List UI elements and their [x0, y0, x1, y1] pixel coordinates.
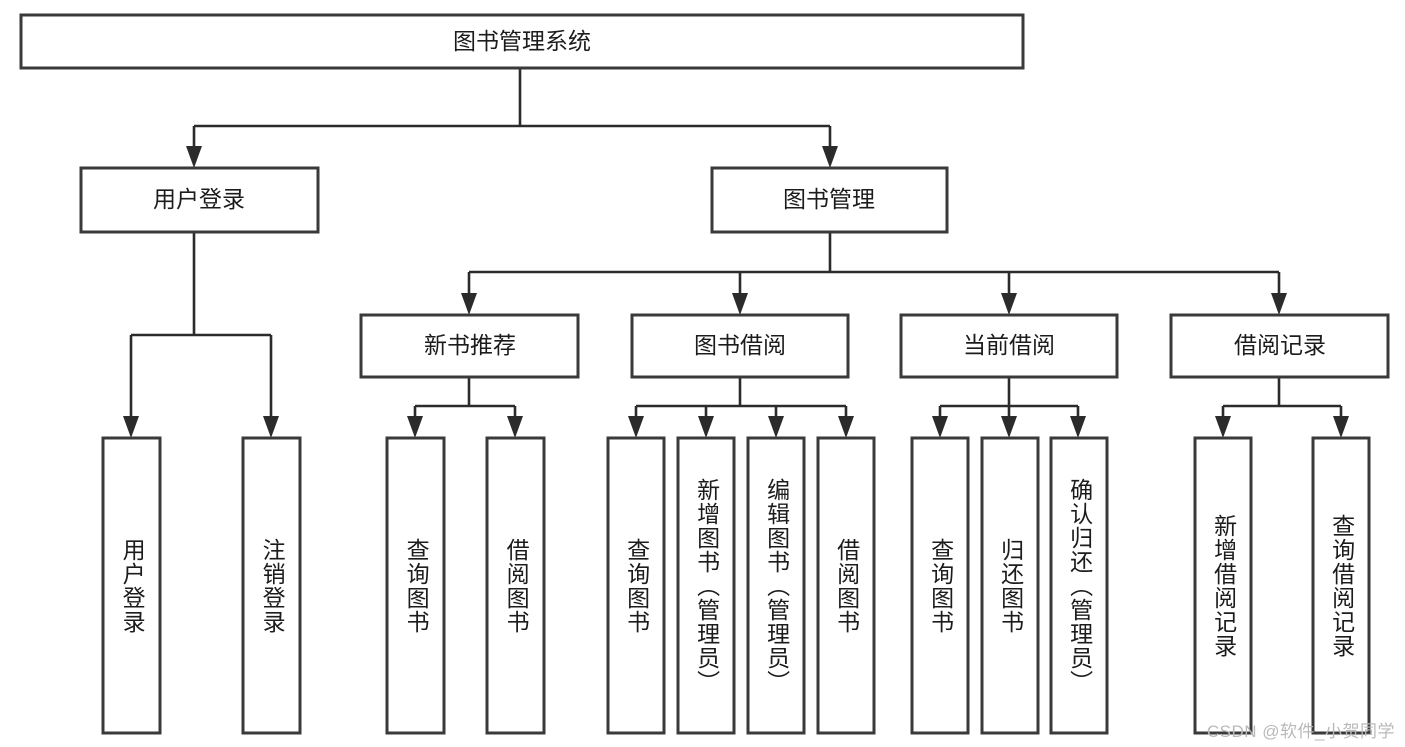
arrow-head-leaf-user-login-2	[263, 416, 279, 438]
leaf-borrow-record-1-box[interactable]	[1193, 436, 1253, 735]
connector-group-user-login	[123, 232, 279, 438]
leaf-book-borrow-1-box[interactable]	[606, 436, 666, 735]
leaf-borrow-record-2-box[interactable]	[1311, 436, 1371, 735]
connector-group-book-mgmt	[461, 232, 1287, 315]
arrow-head-borrow-record	[1271, 293, 1287, 315]
arrow-head-new-book-recommend	[461, 293, 477, 315]
leaf-new-book-recommend-2-box[interactable]	[485, 436, 546, 735]
arrow-head-leaf-bb-2	[698, 416, 714, 438]
leaf-current-borrow-2-box[interactable]	[980, 436, 1040, 735]
arrow-head-leaf-user-login-1	[123, 416, 139, 438]
node-new-book-recommend-box[interactable]	[359, 313, 580, 379]
arrow-head-leaf-cb-1	[932, 416, 948, 438]
arrow-head-leaf-nbr-1	[407, 416, 423, 438]
arrow-head-user-login	[186, 146, 202, 168]
node-root-box[interactable]	[19, 13, 1025, 70]
arrow-head-leaf-bb-4	[838, 416, 854, 438]
arrow-head-leaf-bb-3	[768, 416, 784, 438]
arrow-head-book-mgmt	[822, 146, 838, 168]
node-current-borrow-box[interactable]	[899, 313, 1119, 379]
arrow-head-leaf-cb-2	[1001, 416, 1017, 438]
connector-group-root	[186, 68, 838, 168]
node-root-label: 图书管理系统	[453, 28, 591, 54]
watermark-text: CSDN @软件_小贺同学	[1206, 722, 1395, 741]
node-borrow-record-label: 借阅记录	[1234, 332, 1326, 358]
node-user-login-label: 用户登录	[153, 186, 245, 212]
leaf-book-borrow-4-box[interactable]	[816, 436, 876, 735]
node-current-borrow-label: 当前借阅	[963, 332, 1055, 358]
leaf-new-book-recommend-1-box[interactable]	[385, 436, 446, 735]
arrow-head-leaf-cb-3	[1070, 416, 1086, 438]
connector-group-new-book-recommend	[407, 377, 523, 438]
connector-group-borrow-record	[1215, 377, 1349, 438]
arrow-head-leaf-bb-1	[628, 416, 644, 438]
arrow-head-leaf-nbr-2	[507, 416, 523, 438]
node-borrow-record-box[interactable]	[1169, 313, 1390, 379]
connector-group-current-borrow	[932, 377, 1086, 438]
connector-group-book-borrow	[628, 377, 854, 438]
leaf-current-borrow-3-box[interactable]	[1049, 436, 1109, 735]
leaf-book-borrow-2-box[interactable]	[676, 436, 736, 735]
node-new-book-recommend-label: 新书推荐	[424, 332, 516, 358]
node-book-mgmt-box[interactable]	[710, 166, 949, 234]
leaf-book-borrow-3-box[interactable]	[746, 436, 806, 735]
leaf-user-login-2-box[interactable]	[241, 436, 302, 735]
node-book-borrow-label: 图书借阅	[694, 332, 786, 358]
leaf-current-borrow-1-box[interactable]	[910, 436, 970, 735]
arrow-head-leaf-br-2	[1333, 416, 1349, 438]
node-user-login-box[interactable]	[79, 166, 320, 234]
leaf-user-login-1-box[interactable]	[101, 436, 162, 735]
arrow-head-book-borrow	[732, 293, 748, 315]
arrow-head-leaf-br-1	[1215, 416, 1231, 438]
arrow-head-current-borrow	[1001, 293, 1017, 315]
node-book-mgmt-label: 图书管理	[783, 186, 875, 212]
node-book-borrow-box[interactable]	[630, 313, 850, 379]
